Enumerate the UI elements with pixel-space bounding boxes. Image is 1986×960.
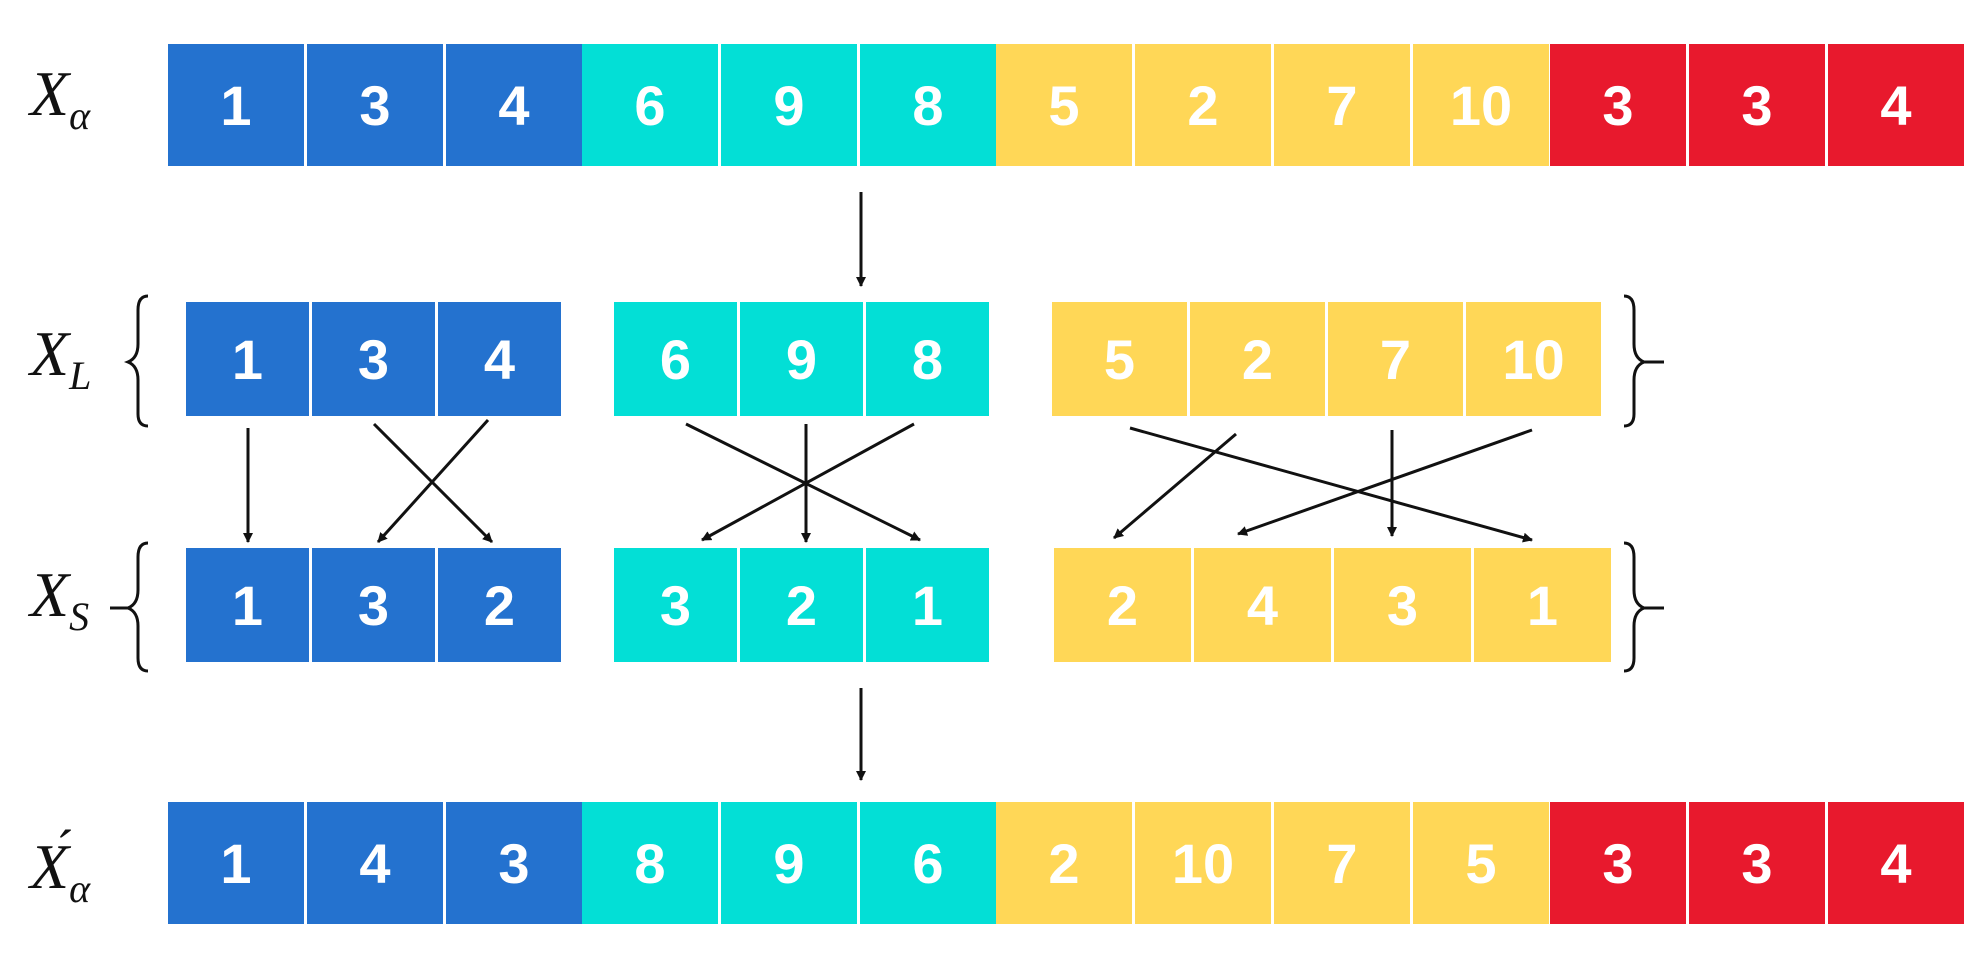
x-alpha-cell-yellow-2: 2: [1135, 44, 1271, 166]
brace-x-l-right: [1623, 294, 1649, 428]
x-s-cell-blue-1: 1: [186, 548, 309, 662]
x-l-cell-blue-1: 1: [186, 302, 309, 416]
x-alpha-prime-cell-blue-1: 1: [168, 802, 304, 924]
x-s-cell-cyan-1: 3: [614, 548, 737, 662]
x-s-cell-yellow-1: 2: [1054, 548, 1191, 662]
label-x-alpha-prime-base: X: [30, 831, 70, 902]
x-alpha-cell-red-3: 4: [1828, 44, 1964, 166]
brace-x-s-left: [123, 541, 149, 673]
label-x-alpha-base: X: [30, 58, 70, 129]
label-x-s-sub: S: [69, 594, 90, 639]
x-alpha-prime-cell-cyan-3: 6: [860, 802, 996, 924]
label-x-s-base: X: [30, 559, 70, 630]
x-s-cell-yellow-2: 4: [1194, 548, 1331, 662]
arrow-blue-3: [376, 418, 490, 544]
x-s-cell-cyan-2: 2: [740, 548, 863, 662]
x-alpha-prime-cell-cyan-1: 8: [582, 802, 718, 924]
x-l-cell-blue-3: 4: [438, 302, 561, 416]
x-alpha-cell-yellow-1: 5: [996, 44, 1132, 166]
x-alpha-cell-cyan-3: 8: [860, 44, 996, 166]
x-alpha-cell-blue-2: 3: [307, 44, 443, 166]
x-alpha-prime-cell-yellow-3: 7: [1274, 802, 1410, 924]
label-x-alpha: Xα: [30, 62, 90, 136]
x-alpha-prime-cell-red-2: 3: [1689, 802, 1825, 924]
arrow-cyan-3: [701, 422, 915, 542]
x-alpha-cell-red-1: 3: [1550, 44, 1686, 166]
x-l-cell-yellow-3: 7: [1328, 302, 1463, 416]
brace-x-s-right: [1623, 541, 1649, 673]
arrow-yellow-4: [1237, 428, 1533, 536]
x-alpha-prime-cell-cyan-2: 9: [721, 802, 857, 924]
x-s-cell-yellow-4: 1: [1474, 548, 1611, 662]
x-alpha-prime-cell-yellow-1: 2: [996, 802, 1132, 924]
label-x-l-sub: L: [69, 353, 92, 398]
x-s-cell-blue-2: 3: [312, 548, 435, 662]
x-alpha-prime-cell-red-3: 4: [1828, 802, 1964, 924]
x-l-cell-yellow-1: 5: [1052, 302, 1187, 416]
x-l-cell-cyan-3: 8: [866, 302, 989, 416]
label-x-alpha-sub: α: [69, 93, 91, 138]
x-s-cell-blue-3: 2: [438, 548, 561, 662]
x-alpha-cell-blue-1: 1: [168, 44, 304, 166]
x-l-cell-blue-2: 3: [312, 302, 435, 416]
x-alpha-prime-cell-yellow-4: 5: [1413, 802, 1549, 924]
x-alpha-cell-yellow-4: 10: [1413, 44, 1549, 166]
x-alpha-prime-cell-yellow-2: 10: [1135, 802, 1271, 924]
x-alpha-cell-red-2: 3: [1689, 44, 1825, 166]
arrow-yellow-1: [1129, 426, 1533, 543]
x-l-cell-cyan-1: 6: [614, 302, 737, 416]
x-l-cell-yellow-4: 10: [1466, 302, 1601, 416]
x-alpha-prime-cell-red-1: 3: [1550, 802, 1686, 924]
x-alpha-prime-cell-blue-2: 4: [307, 802, 443, 924]
label-x-l: XL: [30, 322, 91, 396]
arrow-yellow-2: [1113, 432, 1237, 540]
x-alpha-cell-yellow-3: 7: [1274, 44, 1410, 166]
brace-x-l-left: [123, 294, 149, 428]
x-alpha-cell-cyan-1: 6: [582, 44, 718, 166]
x-l-cell-yellow-2: 2: [1190, 302, 1325, 416]
label-x-s: XS: [30, 563, 89, 637]
x-s-cell-yellow-3: 3: [1334, 548, 1471, 662]
x-l-cell-cyan-2: 9: [740, 302, 863, 416]
label-x-alpha-prime-mark: ´: [56, 819, 74, 879]
label-x-l-base: X: [30, 318, 70, 389]
x-alpha-cell-blue-3: 4: [446, 44, 582, 166]
x-s-cell-cyan-3: 1: [866, 548, 989, 662]
x-alpha-cell-cyan-2: 9: [721, 44, 857, 166]
label-x-alpha-prime: Xα: [30, 835, 90, 909]
x-alpha-prime-cell-blue-3: 3: [446, 802, 582, 924]
label-x-alpha-prime-sub: α: [69, 866, 91, 911]
arrow-cyan-1: [685, 422, 921, 542]
